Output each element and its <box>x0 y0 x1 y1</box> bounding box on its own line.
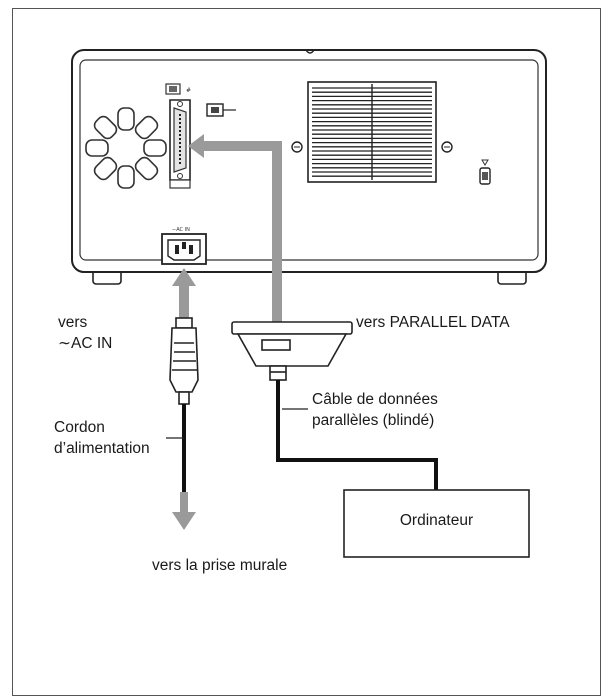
ground-terminal-icon <box>479 159 491 185</box>
parallel-arrow-horizontal <box>200 141 282 151</box>
power-cord-label: Cordon d’alimentation <box>54 417 150 459</box>
ac-arrow-shaft <box>179 282 189 318</box>
parallel-data-cable <box>276 380 438 492</box>
ac-in-label: vers ∼AC IN <box>58 312 112 354</box>
parallel-cable-connector <box>231 321 438 492</box>
connection-arrows <box>172 134 282 530</box>
connector-flange <box>231 321 353 335</box>
power-cord-plug <box>169 317 199 492</box>
computer-label: Ordinateur <box>399 512 474 529</box>
wall-arrow-shaft <box>180 492 188 514</box>
power-cord-label-line2: d’alimentation <box>54 440 150 457</box>
ac-arrow-head <box>172 268 196 286</box>
wall-arrow-head <box>172 512 196 530</box>
parallel-arrow-shaft <box>272 144 282 322</box>
parallel-data-label: vers PARALLEL DATA <box>356 314 510 331</box>
parallel-arrow-head <box>188 134 204 158</box>
ac-in-socket: ∼AC IN <box>161 227 207 265</box>
computer-box <box>343 489 530 558</box>
parallel-data-port: # <box>165 83 191 189</box>
ac-in-label-line2: ∼AC IN <box>58 335 113 352</box>
power-cord-label-line1: Cordon <box>54 419 105 436</box>
ac-in-label-line1: vers <box>58 314 88 331</box>
data-cable-label: Câble de données parallèles (blindé) <box>312 389 438 431</box>
device-rear-panel: # <box>71 49 547 285</box>
plug-tip <box>175 317 193 329</box>
svg-text:#: # <box>186 87 191 94</box>
connector-latch <box>261 339 291 351</box>
wall-outlet-label: vers la prise murale <box>152 557 288 574</box>
panel-ac-in-label: ∼AC IN <box>172 227 190 233</box>
dip-switch-icon <box>206 103 236 117</box>
vent-grille <box>291 81 453 183</box>
data-cable-label-line2: parallèles (blindé) <box>312 412 435 429</box>
fan-grille <box>85 107 167 189</box>
data-cable-label-line1: Câble de données <box>312 391 438 408</box>
diagram-frame <box>12 8 601 696</box>
